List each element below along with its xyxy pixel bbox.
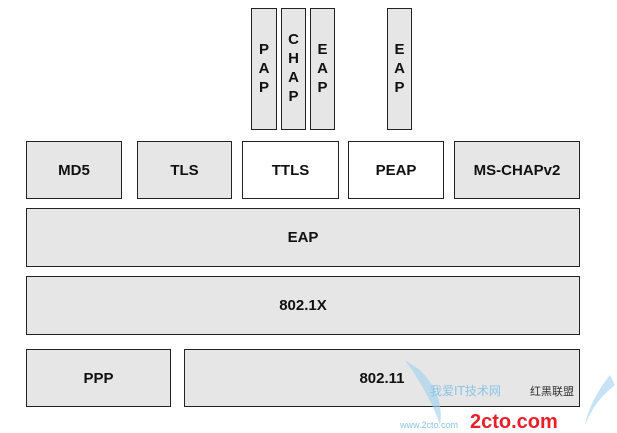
watermark-url: www.2cto.com [400,420,458,430]
chap-label: CHAP [285,31,302,107]
ttls-box: TTLS [242,141,339,199]
dot1x-layer: 802.1X [26,276,580,335]
eap-inner-box: EAP [310,8,335,130]
pap-box: PAP [251,8,277,130]
peap-box: PEAP [348,141,444,199]
eap-peap-inner-box: EAP [387,8,412,130]
eap-layer: EAP [26,208,580,267]
pap-label: PAP [255,40,273,98]
mschapv2-box: MS-CHAPv2 [454,141,580,199]
dot11-box: 802.11 [184,349,580,407]
md5-box: MD5 [26,141,122,199]
watermark-brand: 2cto.com [470,411,558,433]
eap-peap-label: EAP [391,40,408,98]
tls-box: TLS [137,141,232,199]
eap-label: EAP [314,40,331,98]
chap-box: CHAP [281,8,306,130]
ppp-box: PPP [26,349,171,407]
